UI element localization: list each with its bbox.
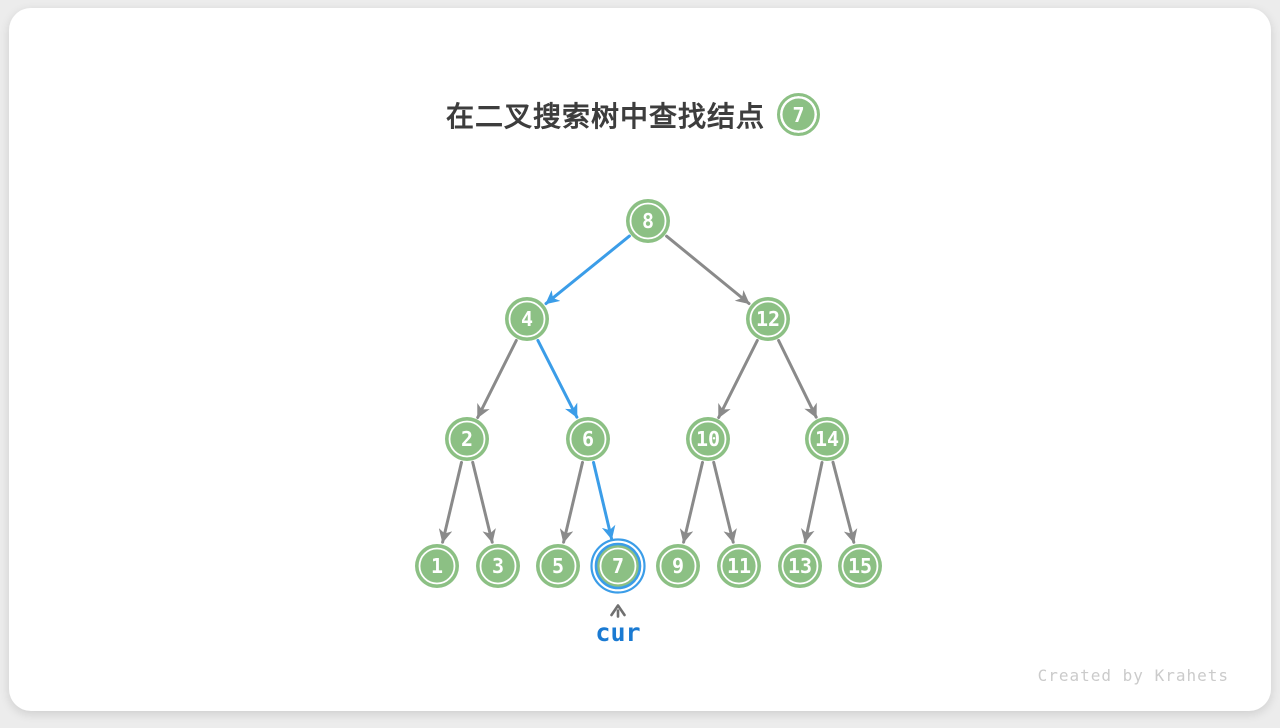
- node-value: 2: [461, 427, 473, 451]
- caret-up-icon: [610, 604, 626, 617]
- node-inner-ring: [479, 547, 517, 585]
- cur-pointer-label: cur: [595, 618, 640, 647]
- node-inner-ring: [781, 547, 819, 585]
- node-circle: [686, 417, 730, 461]
- tree-node-12: 12: [746, 297, 790, 341]
- edge-8-4: [544, 234, 631, 306]
- node-value: 6: [582, 427, 594, 451]
- node-circle: [536, 544, 580, 588]
- node-inner-ring: [418, 547, 456, 585]
- binary-search-tree-diagram: 8 4 12 2 6: [415, 199, 882, 647]
- edge-4-2: [476, 339, 518, 419]
- node-value: 3: [492, 554, 504, 578]
- tree-node-15: 15: [838, 544, 882, 588]
- tree-node-7-current: 7: [590, 538, 646, 594]
- edge-8-12: [665, 234, 751, 305]
- node-value: 1: [431, 554, 443, 578]
- edge-2-3: [471, 460, 496, 544]
- node-value: 5: [552, 554, 564, 578]
- node-value: 10: [696, 427, 720, 451]
- tree-node-1: 1: [415, 544, 459, 588]
- node-circle: [626, 199, 670, 243]
- node-inner-ring: [629, 202, 667, 240]
- node-value: 9: [672, 554, 684, 578]
- node-inner-ring: [539, 547, 577, 585]
- node-value: 12: [756, 307, 780, 331]
- tree-node-11: 11: [717, 544, 761, 588]
- node-inner-ring: [749, 300, 787, 338]
- edge-10-9: [679, 460, 704, 544]
- node-inner-ring: [659, 547, 697, 585]
- tree-node-14: 14: [805, 417, 849, 461]
- node-circle: [656, 544, 700, 588]
- node-inner-ring: [808, 420, 846, 458]
- node-highlight-outer-ring: [590, 538, 646, 594]
- node-value: 7: [612, 554, 624, 578]
- node-circle: [445, 417, 489, 461]
- tree-edges: [438, 234, 858, 544]
- node-circle: [838, 544, 882, 588]
- node-inner-ring: [448, 420, 486, 458]
- tree-node-9: 9: [656, 544, 700, 588]
- edge-6-5: [559, 460, 584, 544]
- node-value: 15: [848, 554, 872, 578]
- node-circle: [476, 544, 520, 588]
- node-circle: [594, 542, 642, 590]
- node-value: 13: [788, 554, 812, 578]
- node-circle: [566, 417, 610, 461]
- figure-title: 在二叉搜索树中查找结点: [445, 100, 765, 132]
- tree-node-2: 2: [445, 417, 489, 461]
- node-value: 11: [727, 554, 751, 578]
- node-inner-ring: [841, 547, 879, 585]
- node-inner-ring: [720, 547, 758, 585]
- cur-pointer: cur: [595, 604, 641, 647]
- node-value: 4: [521, 307, 533, 331]
- node-circle: [778, 544, 822, 588]
- edge-6-7: [592, 460, 616, 541]
- search-target-badge: 7: [777, 93, 820, 136]
- tree-node-6: 6: [566, 417, 610, 461]
- edge-12-10: [717, 339, 759, 419]
- tree-node-3: 3: [476, 544, 520, 588]
- tree-node-8: 8: [626, 199, 670, 243]
- node-circle: [415, 544, 459, 588]
- tree-nodes: 8 4 12 2 6: [415, 199, 882, 594]
- tree-node-10: 10: [686, 417, 730, 461]
- node-inner-ring: [508, 300, 546, 338]
- node-value: 14: [815, 427, 839, 451]
- node-circle: [717, 544, 761, 588]
- edge-4-6: [536, 338, 579, 419]
- tree-node-5: 5: [536, 544, 580, 588]
- edge-14-13: [801, 461, 824, 544]
- search-target-value: 7: [792, 102, 805, 127]
- tree-node-13: 13: [778, 544, 822, 588]
- edge-14-15: [831, 460, 858, 544]
- edge-12-14: [777, 339, 818, 419]
- node-inner-ring: [689, 420, 727, 458]
- node-value: 8: [642, 209, 654, 233]
- edge-10-11: [712, 460, 737, 544]
- credit-text: Created by Krahets: [1037, 666, 1229, 685]
- figure-title-row: 在二叉搜索树中查找结点 7: [2, 93, 1264, 136]
- node-inner-ring: [569, 420, 607, 458]
- node-inner-ring: [599, 547, 637, 585]
- node-circle: [505, 297, 549, 341]
- node-circle: [746, 297, 790, 341]
- tree-node-4: 4: [505, 297, 549, 341]
- edge-2-1: [438, 460, 463, 544]
- figure-card: 在二叉搜索树中查找结点 7: [9, 8, 1271, 711]
- node-circle: [805, 417, 849, 461]
